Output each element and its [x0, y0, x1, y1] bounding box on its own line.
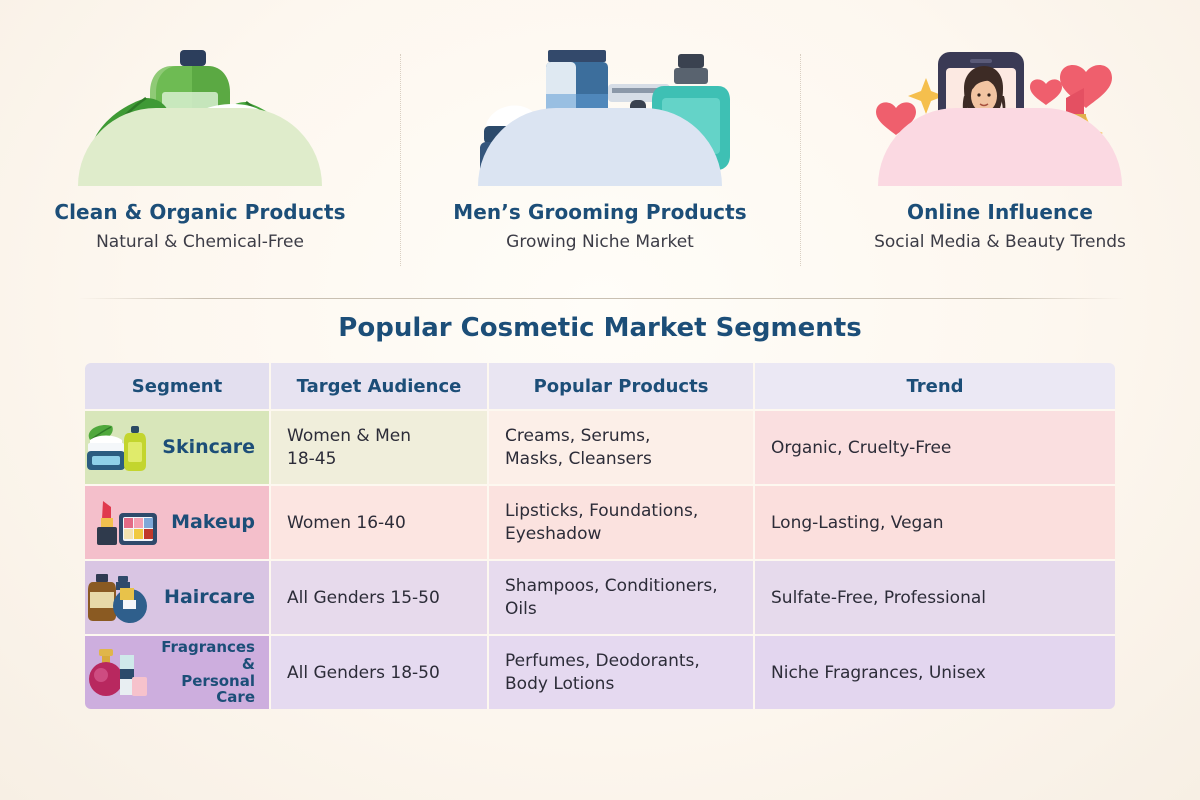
- mens-grooming-products-illustration: [450, 36, 750, 186]
- column-header-target-audience: Target Audience: [271, 363, 489, 409]
- page-title: Popular Cosmetic Market Segments: [338, 313, 862, 343]
- column-header-segment: Segment: [85, 363, 271, 409]
- arc-background-blue: [478, 108, 722, 186]
- trend-cell: Long-Lasting, Vegan: [755, 486, 1115, 559]
- target-audience-cell: All Genders 15-50: [271, 561, 489, 634]
- table-row: Haircare All Genders 15-50 Shampoos, Con…: [85, 561, 1115, 636]
- target-audience-cell: All Genders 18-50: [271, 636, 489, 709]
- feature-mens-grooming: Men’s Grooming Products Growing Niche Ma…: [400, 36, 800, 286]
- skincare-icon: [87, 424, 147, 471]
- target-audience-cell: Women & Men 18-45: [271, 411, 489, 484]
- feature-title: Online Influence: [906, 200, 1093, 224]
- column-header-trend: Trend: [755, 363, 1115, 409]
- feature-subtitle: Social Media & Beauty Trends: [874, 232, 1126, 252]
- feature-subtitle: Growing Niche Market: [506, 232, 694, 252]
- feature-row: Clean & Organic Products Natural & Chemi…: [0, 36, 1200, 286]
- arc-background-pink: [878, 108, 1122, 186]
- segment-label: Makeup: [171, 510, 255, 533]
- table-header-row: Segment Target Audience Popular Products…: [85, 363, 1115, 411]
- popular-products-cell: Shampoos, Conditioners, Oils: [489, 561, 755, 634]
- market-segments-table: Segment Target Audience Popular Products…: [85, 363, 1115, 709]
- table-row: Skincare Women & Men 18-45 Creams, Serum…: [85, 411, 1115, 486]
- column-header-popular-products: Popular Products: [489, 363, 755, 409]
- segment-cell: Skincare: [85, 411, 271, 484]
- popular-products-cell: Creams, Serums, Masks, Cleansers: [489, 411, 755, 484]
- haircare-icon: [88, 573, 148, 623]
- segment-label: Haircare: [164, 585, 255, 608]
- target-audience-cell: Women 16-40: [271, 486, 489, 559]
- trend-cell: Niche Fragrances, Unisex: [755, 636, 1115, 709]
- popular-products-cell: Lipsticks, Foundations, Eyeshadow: [489, 486, 755, 559]
- segment-label: Fragrances & Personal Care: [161, 637, 255, 707]
- online-influence-illustration: [850, 36, 1150, 186]
- segment-label: Skincare: [162, 435, 255, 458]
- trend-cell: Sulfate-Free, Professional: [755, 561, 1115, 634]
- makeup-icon: [97, 500, 158, 545]
- arc-background-green: [78, 108, 322, 186]
- segment-cell: Fragrances & Personal Care: [85, 636, 271, 709]
- segment-cell: Haircare: [85, 561, 271, 634]
- segment-cell: Makeup: [85, 486, 271, 559]
- feature-title: Men’s Grooming Products: [453, 200, 747, 224]
- clean-organic-products-illustration: [50, 36, 350, 186]
- feature-online-influence: Online Influence Social Media & Beauty T…: [800, 36, 1200, 286]
- feature-title: Clean & Organic Products: [54, 200, 346, 224]
- feature-subtitle: Natural & Chemical-Free: [96, 232, 304, 252]
- popular-products-cell: Perfumes, Deodorants, Body Lotions: [489, 636, 755, 709]
- table-row: Makeup Women 16-40 Lipsticks, Foundation…: [85, 486, 1115, 561]
- table-row: Fragrances & Personal Care All Genders 1…: [85, 636, 1115, 709]
- trend-cell: Organic, Cruelty-Free: [755, 411, 1115, 484]
- section-divider: [78, 298, 1124, 299]
- feature-clean-organic: Clean & Organic Products Natural & Chemi…: [0, 36, 400, 286]
- fragrances-personal-care-icon: [89, 648, 148, 696]
